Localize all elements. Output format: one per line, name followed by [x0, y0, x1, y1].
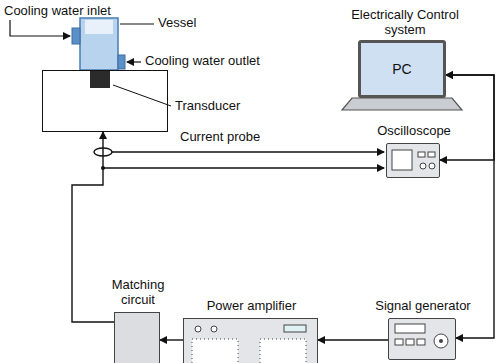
device-panel — [184, 319, 317, 363]
device-label: Power amplifier — [187, 299, 317, 314]
device-label: Transducer — [175, 99, 240, 114]
laptop-base — [342, 98, 462, 110]
signal-connector — [160, 339, 183, 340]
laptop-screen: Electrically Control systemPC — [358, 40, 446, 98]
voltage-line — [103, 167, 384, 168]
power-amplifier: Power amplifier — [183, 318, 318, 363]
part-label: Vessel — [158, 16, 196, 31]
transducer-housing: Transducer — [42, 70, 168, 132]
screen-text: PC — [392, 61, 411, 77]
part-label: Current probe — [180, 130, 260, 145]
inlet-leader — [10, 20, 70, 36]
device-panel — [389, 319, 455, 359]
part-label: Cooling water outlet — [145, 54, 260, 69]
transducer-block — [90, 70, 110, 88]
probe-line — [112, 151, 384, 152]
device-label: Signal generator — [363, 299, 483, 314]
transducer-leader — [113, 85, 171, 106]
device-panel — [387, 144, 439, 177]
signal-connector — [440, 75, 494, 160]
outlet-pipe — [118, 55, 125, 69]
vessel-interior — [85, 20, 113, 34]
screen-content: PC — [361, 43, 443, 95]
matching-circuit: Matching circuit — [114, 312, 160, 363]
outlet-leader — [127, 61, 141, 62]
signal-connector — [72, 132, 114, 322]
device-label: Oscilloscope — [364, 124, 464, 139]
signal-connector — [318, 339, 388, 340]
vessel-body — [80, 18, 118, 70]
device-label: Electrically Control system — [349, 8, 461, 38]
device-label: Matching circuit — [102, 278, 174, 308]
vessel-leader — [120, 23, 154, 24]
inlet-pipe — [72, 28, 80, 44]
signal-generator: Signal generator — [388, 318, 456, 360]
oscilloscope: Oscilloscope — [386, 143, 440, 178]
part-label: Cooling water inlet — [4, 4, 111, 19]
